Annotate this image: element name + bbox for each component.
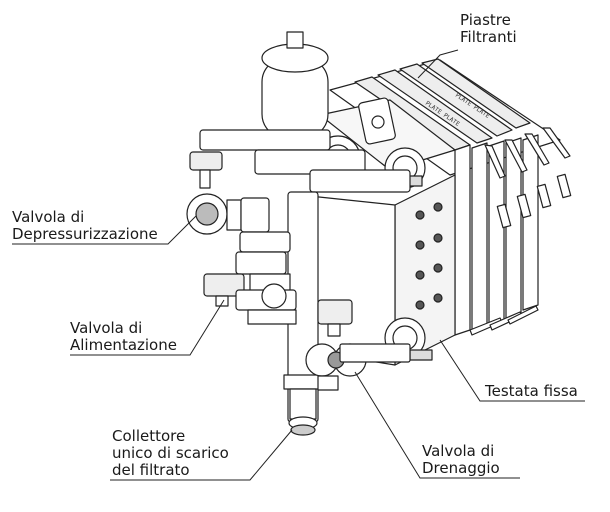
- leader-alimentazione: [70, 299, 225, 356]
- drainage-valve: [305, 299, 411, 391]
- label-valvola-alimentazione: Valvola di Alimentazione: [70, 319, 177, 354]
- leader-piastre: [417, 49, 459, 79]
- depressurization-valve: [186, 151, 270, 235]
- leader-depressurizzazione: [12, 215, 197, 245]
- plate-edges: [454, 134, 539, 336]
- filter-plates: PLATE PLATE PLATE PLATE PLATE PLATE: [354, 58, 531, 151]
- leader-drenaggio: [354, 371, 520, 479]
- label-piastre-filtranti: Piastre Filtranti: [460, 11, 517, 46]
- label-testata-fissa: Testata fissa: [485, 382, 578, 400]
- head-bolts: [415, 202, 443, 310]
- label-valvola-depressurizzazione: Valvola di Depressurizzazione: [12, 208, 158, 243]
- top-header-pipe: [199, 129, 411, 193]
- feed-valve: [203, 273, 297, 325]
- plate-handles: [469, 127, 572, 336]
- label-valvola-drenaggio: Valvola di Drenaggio: [422, 442, 500, 477]
- leader-collettore: [110, 429, 293, 481]
- leader-testata: [439, 339, 585, 402]
- label-collettore: Collettore unico di scarico del filtrato: [112, 427, 229, 479]
